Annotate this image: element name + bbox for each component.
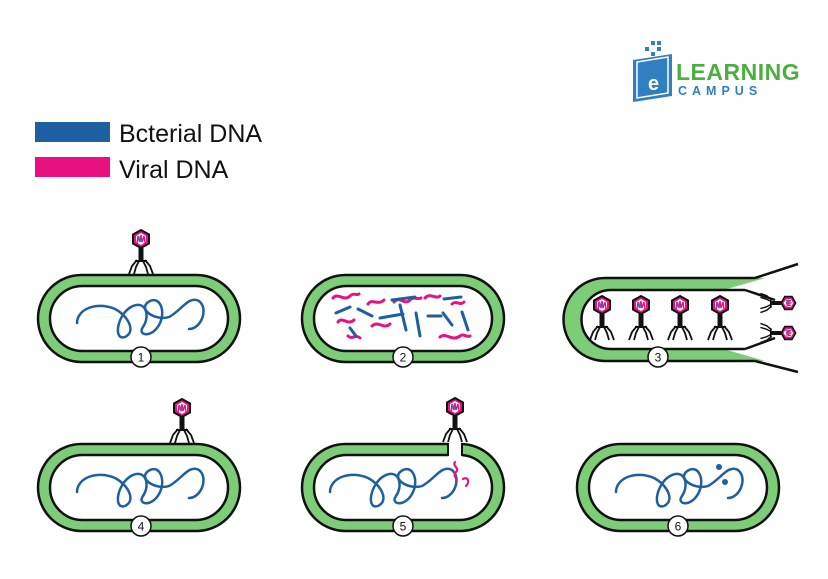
logo-text-campus: CAMPUS — [678, 84, 762, 98]
step-1-cell: 1 — [36, 229, 242, 368]
wall-breach — [448, 440, 462, 458]
step-badge — [392, 515, 414, 537]
step-badge — [647, 346, 669, 368]
step-3-cell: 3 — [562, 262, 799, 374]
legend-label-viral-dna: Viral DNA — [119, 156, 229, 184]
step-number: 6 — [675, 520, 682, 534]
legend-swatch-bacterial-dna — [35, 122, 110, 142]
elearning-campus-logo: e LEARNING CAMPUS — [633, 41, 800, 102]
viral-dna-fragments — [331, 292, 472, 340]
phage-icon — [442, 397, 468, 443]
logo-text-learning: LEARNING — [676, 59, 800, 85]
step-number: 2 — [400, 351, 407, 365]
logo-book-icon — [633, 54, 672, 102]
logo-pixel-mark — [645, 41, 661, 56]
viral-dna-injected — [453, 460, 459, 483]
cell-interior — [580, 288, 745, 351]
step-badge — [130, 515, 152, 537]
legend-swatch-viral-dna — [35, 157, 110, 177]
step-badge — [130, 346, 152, 368]
integrated-site — [722, 479, 728, 485]
step-number: 4 — [138, 520, 145, 534]
step-badge — [667, 515, 689, 537]
logo-e-mark: e — [648, 73, 659, 95]
legend-label-bacterial-dna: Bcterial DNA — [119, 120, 262, 148]
viral-dna-fragment — [461, 477, 470, 488]
phage-icon — [169, 398, 195, 444]
phage-icon — [128, 229, 154, 275]
step-number: 3 — [655, 351, 662, 365]
integrated-site — [716, 464, 722, 470]
step-6-cell: 6 — [575, 442, 781, 537]
legend: Bcterial DNA Viral DNA — [35, 120, 262, 184]
ruptured-wall — [754, 262, 799, 280]
step-2-cell: 2 — [300, 273, 506, 368]
bacterial-dna-fragments — [334, 295, 470, 338]
cell-interior — [312, 453, 494, 522]
step-number: 5 — [400, 520, 407, 534]
step-4-cell: 4 — [36, 398, 242, 537]
step-badge — [392, 346, 414, 368]
step-number: 1 — [138, 351, 145, 365]
step-5-cell: 5 — [300, 397, 506, 537]
released-phage-icon — [759, 322, 797, 344]
